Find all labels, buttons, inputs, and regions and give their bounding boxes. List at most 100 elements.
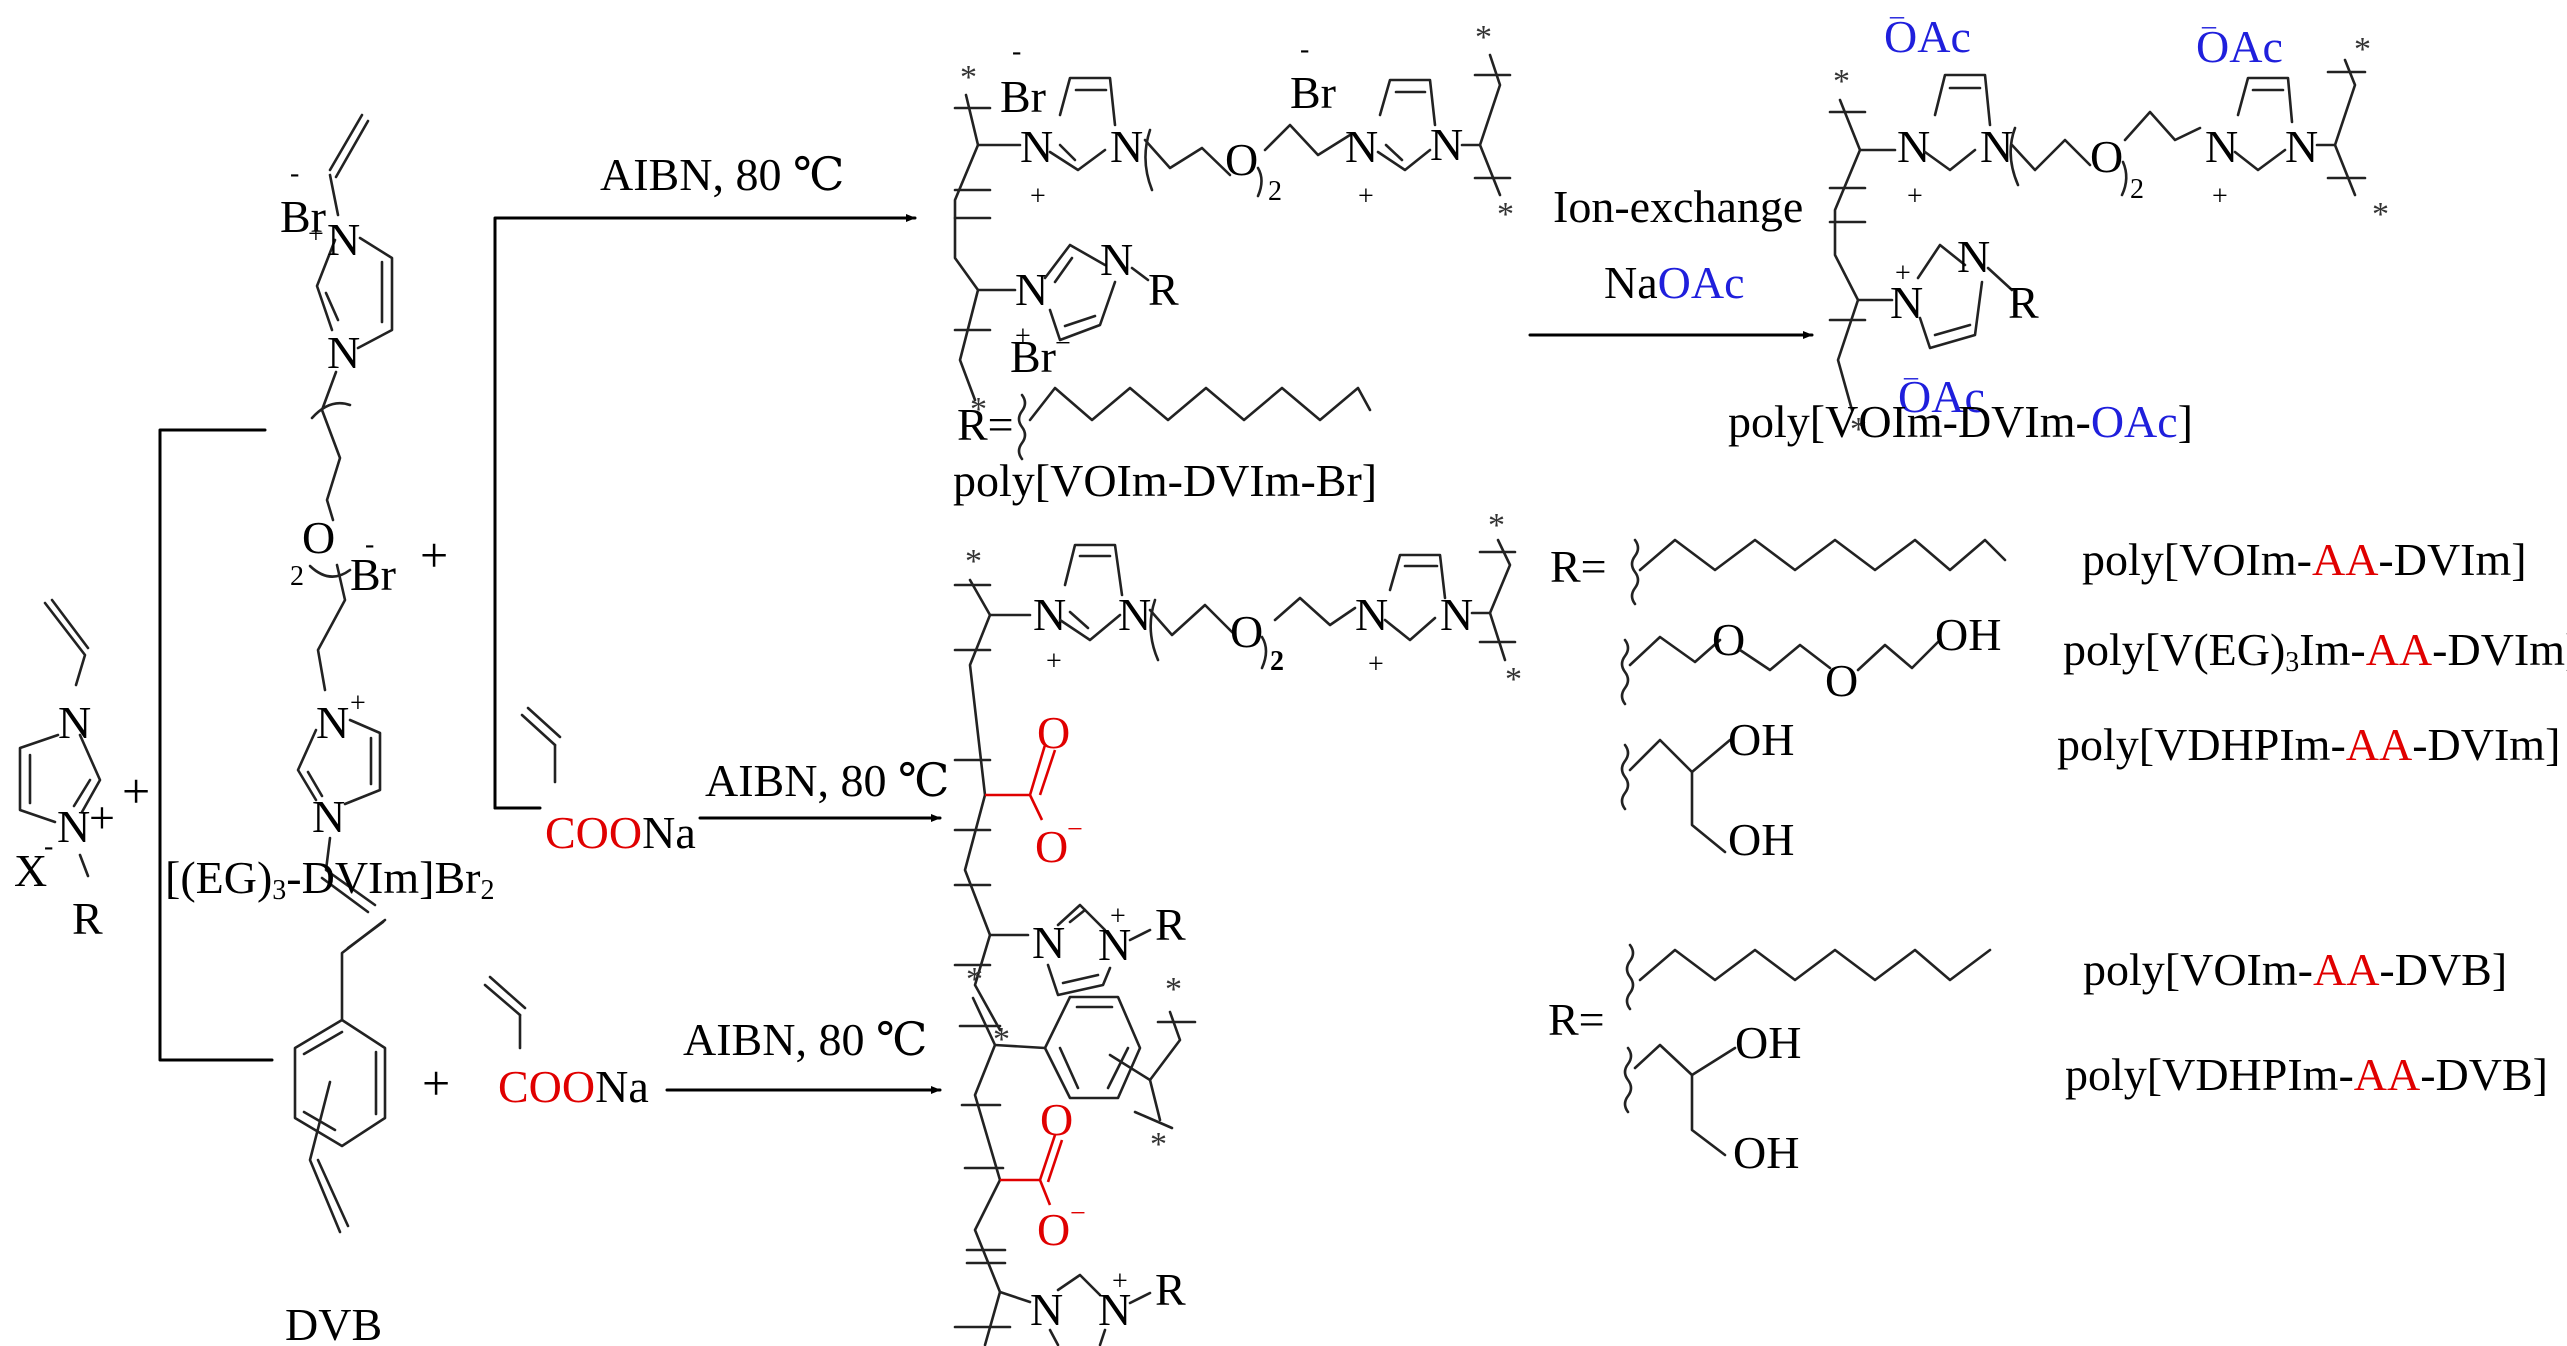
xl-repeat-n: 2: [290, 561, 304, 592]
product-poly-voim-dvim-br: * N + Br - N O 2 N + Br - N ** N + N R B…: [953, 19, 1514, 506]
oac-anion: OAc: [1884, 11, 1971, 62]
series-label-voim-aa-dvb: poly[VOIm-AA-DVB]: [2083, 944, 2507, 995]
svg-text:OH: OH: [1728, 714, 1794, 765]
svg-text:+: +: [1907, 181, 1923, 212]
product2-label: poly[VOIm-DVIm-OAc]: [1728, 396, 2193, 447]
svg-text:R=: R=: [1550, 541, 1607, 592]
r-groups-dvb: R= OH OH: [1548, 943, 1992, 1178]
route1-connector: [493, 214, 917, 810]
xl-br2-charge: -: [365, 529, 374, 560]
monomer-n1: N: [58, 697, 91, 748]
product-poly-aa-dvb: * ** O O − N N + R: [953, 961, 1197, 1346]
series-label-vdhpim-aa-dvb: poly[VDHPIm-AA-DVB]: [2065, 1049, 2548, 1100]
route1-conditions: AIBN, 80 ℃: [600, 149, 844, 200]
svg-text:−: −: [1055, 328, 1071, 359]
svg-text:+: +: [2212, 181, 2228, 212]
svg-text:+: +: [1112, 1266, 1128, 1297]
svg-text:+: +: [1358, 181, 1374, 212]
monomer-anion: X: [14, 845, 47, 896]
svg-text:-: -: [1012, 36, 1021, 67]
svg-text:+: +: [1368, 649, 1384, 680]
svg-text:N: N: [1100, 234, 1133, 285]
xl-br2: Br: [350, 549, 396, 600]
xl-o: O: [302, 512, 335, 563]
acrylate-label: COONa: [498, 1061, 649, 1112]
series-label-vdhpim-aa-dvim: poly[VDHPIm-AA-DVIm]: [2057, 719, 2560, 770]
r-groups-dvim: R= O O OH OH OH: [1550, 538, 2007, 865]
svg-text:O: O: [2090, 131, 2123, 182]
svg-text:*: *: [966, 961, 983, 998]
svg-text:O: O: [1712, 614, 1745, 665]
svg-text:-: -: [1300, 34, 1309, 65]
svg-text:OH: OH: [1733, 1127, 1799, 1178]
crosslinker-eg3-dvim: N + Br - N O 2 Br - + N + N [(EG)3-DVIm]…: [165, 113, 494, 914]
svg-text:−: −: [1070, 1198, 1086, 1229]
svg-text:N: N: [1890, 277, 1923, 328]
svg-text:2: 2: [1268, 176, 1282, 207]
svg-text:N: N: [1110, 121, 1143, 172]
svg-text:O: O: [1230, 606, 1263, 657]
svg-text:O: O: [1037, 707, 1070, 758]
svg-text:N: N: [1033, 589, 1066, 640]
svg-text:N: N: [1015, 264, 1048, 315]
product-poly-aa-dvim: * O O − N + N O 2 N + N ** N N + R *: [953, 507, 1522, 1058]
route2-conditions: AIBN, 80 ℃: [705, 755, 949, 806]
plus-sign: +: [422, 1055, 450, 1111]
svg-text:O: O: [1037, 1204, 1070, 1255]
series-label-voim-aa-dvim: poly[VOIm-AA-DVIm]: [2082, 534, 2527, 585]
svg-text:*: *: [993, 1021, 1010, 1058]
svg-text:*: *: [960, 59, 977, 96]
plus-sign: +: [122, 763, 150, 819]
svg-text:*: *: [1850, 411, 1867, 448]
svg-text:O: O: [1040, 1094, 1073, 1145]
svg-text:N: N: [1440, 589, 1473, 640]
svg-text:OH: OH: [1735, 1017, 1801, 1068]
monomer-r: R: [72, 893, 103, 944]
svg-text:+: +: [1015, 321, 1031, 352]
dvb-label: DVB: [285, 1299, 382, 1346]
svg-text:+: +: [1895, 258, 1911, 289]
monomer-n3: N: [57, 801, 90, 852]
svg-text:*: *: [965, 543, 982, 580]
route3-conditions: AIBN, 80 ℃: [683, 1014, 927, 1065]
sodium-acrylate-1: COONa: [493, 706, 696, 858]
svg-text:*: *: [970, 391, 987, 428]
svg-text:*: *: [1488, 507, 1505, 544]
svg-text:R=: R=: [957, 399, 1014, 450]
svg-text:*: *: [2372, 196, 2389, 233]
branch-bracket: [158, 428, 274, 1062]
svg-text:N: N: [1897, 121, 1930, 172]
sodium-acrylate-2: COONa: [483, 975, 649, 1112]
svg-text:O: O: [1825, 655, 1858, 706]
acrylate-label: COONa: [545, 807, 696, 858]
product1-label: poly[VOIm-DVIm-Br]: [953, 455, 1377, 506]
svg-text:2: 2: [1270, 646, 1284, 677]
ion-exchange-reagent: NaOAc: [1604, 257, 1745, 308]
svg-text:N: N: [1980, 121, 2013, 172]
xl-n2: N: [327, 327, 360, 378]
svg-text:OH: OH: [1728, 814, 1794, 865]
svg-text:R: R: [1155, 1264, 1186, 1315]
svg-text:N: N: [1098, 919, 1131, 970]
crosslinker-label: [(EG)3-DVIm]Br2: [165, 852, 494, 906]
monomer-vinylimidazolium: N N + X - R +: [14, 598, 150, 944]
svg-text:N: N: [1030, 1284, 1063, 1335]
dvb: DVB: [285, 918, 387, 1346]
svg-text:OH: OH: [1935, 609, 2001, 660]
xl-br1-charge: -: [290, 158, 299, 189]
monomer-anion-charge: -: [44, 831, 53, 862]
svg-text:O: O: [1035, 821, 1068, 872]
svg-text:N: N: [1355, 589, 1388, 640]
svg-text:N: N: [1345, 121, 1378, 172]
svg-text:+: +: [1110, 901, 1126, 932]
svg-text:*: *: [1475, 19, 1492, 56]
xl-n1: N: [327, 214, 360, 265]
svg-text:+: +: [1046, 646, 1062, 677]
svg-text:−: −: [1067, 814, 1083, 845]
svg-text:_: _: [1889, 0, 1905, 22]
series-label-veg3im-aa-dvim: poly[V(EG)3Im-AA-DVIm]: [2063, 624, 2567, 678]
svg-text:N: N: [1032, 917, 1065, 968]
svg-text:N: N: [2285, 121, 2318, 172]
svg-text:N: N: [1430, 119, 1463, 170]
